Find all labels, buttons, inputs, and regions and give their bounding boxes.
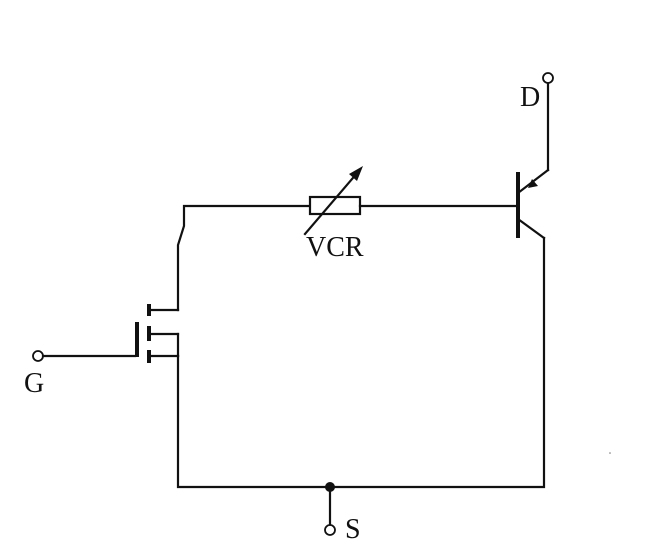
- gate-label: G: [24, 368, 44, 399]
- drain-terminal: [542, 72, 554, 172]
- vcr-label: VCR: [306, 232, 364, 263]
- mosfet-symbol: [135, 304, 180, 363]
- right-return-wire: [328, 236, 546, 489]
- source-terminal: [324, 482, 336, 536]
- mosfet-drain-wire: [176, 204, 312, 312]
- left-return-wire: [176, 354, 332, 489]
- gate-terminal: [32, 350, 137, 362]
- vcr-resistor: [303, 166, 363, 236]
- bjt-symbol: [516, 168, 550, 240]
- source-label: S: [345, 514, 361, 545]
- stray-dot: [609, 452, 611, 454]
- drain-label: D: [520, 82, 540, 113]
